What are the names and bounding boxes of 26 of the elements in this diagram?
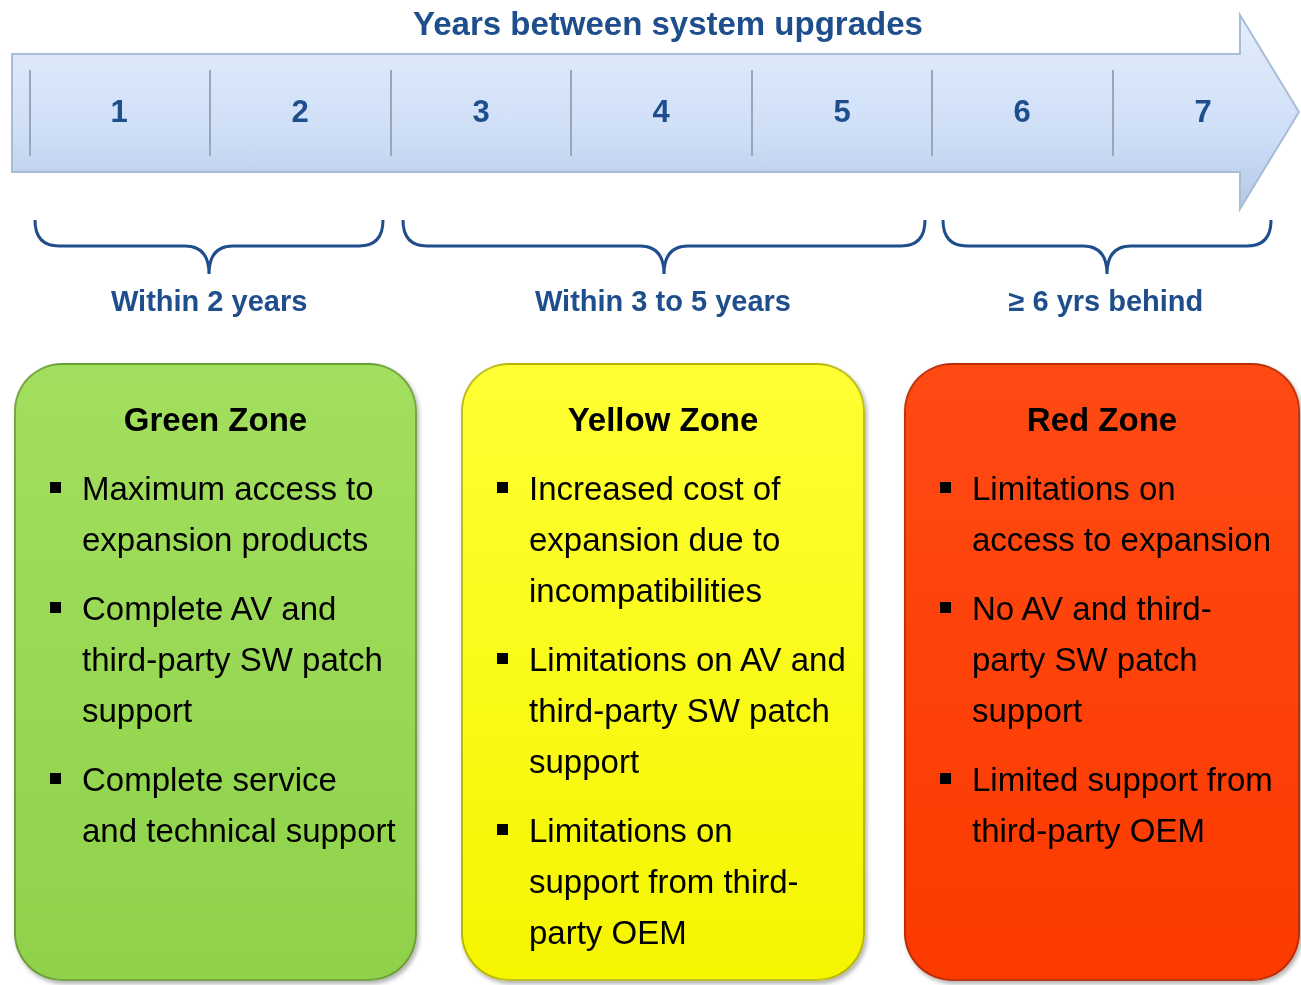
bullet-item: Maximum access to expansion products xyxy=(46,463,401,565)
year-number: 3 xyxy=(472,94,490,130)
year-number: 5 xyxy=(833,94,851,130)
bullet-item: Limited support from third-party OEM xyxy=(936,754,1284,856)
zone-heading: Yellow Zone xyxy=(566,401,760,439)
year-number: 4 xyxy=(652,94,670,130)
bracket-label: ≥ 6 yrs behind xyxy=(1008,284,1204,318)
bullet-item: Complete AV and third-party SW patch support xyxy=(46,583,401,736)
zone-heading: Green Zone xyxy=(122,401,309,439)
bullet-item: Complete service and technical support xyxy=(46,754,401,856)
year-number: 2 xyxy=(291,94,309,130)
bracket-label: Within 3 to 5 years xyxy=(535,284,791,318)
year-number: 7 xyxy=(1194,94,1212,130)
bullet-item: Limitations on access to expansion xyxy=(936,463,1284,565)
bullet-item: No AV and third-party SW patch support xyxy=(936,583,1284,736)
zone-card xyxy=(904,363,1300,981)
bullet-item: Limitations on AV and third-party SW patch support xyxy=(493,634,849,787)
zone-card xyxy=(14,363,417,981)
bullet-item: Increased cost of expansion due to incompatibilities xyxy=(493,463,849,616)
year-number: 6 xyxy=(1013,94,1031,130)
year-number: 1 xyxy=(110,94,128,130)
title: Years between system upgrades xyxy=(413,5,923,43)
zone-card xyxy=(461,363,865,981)
bullet-item: Limitations on support from third-party OEM xyxy=(493,805,849,958)
zone-heading: Red Zone xyxy=(1025,401,1179,439)
bracket-label: Within 2 years xyxy=(111,284,308,318)
